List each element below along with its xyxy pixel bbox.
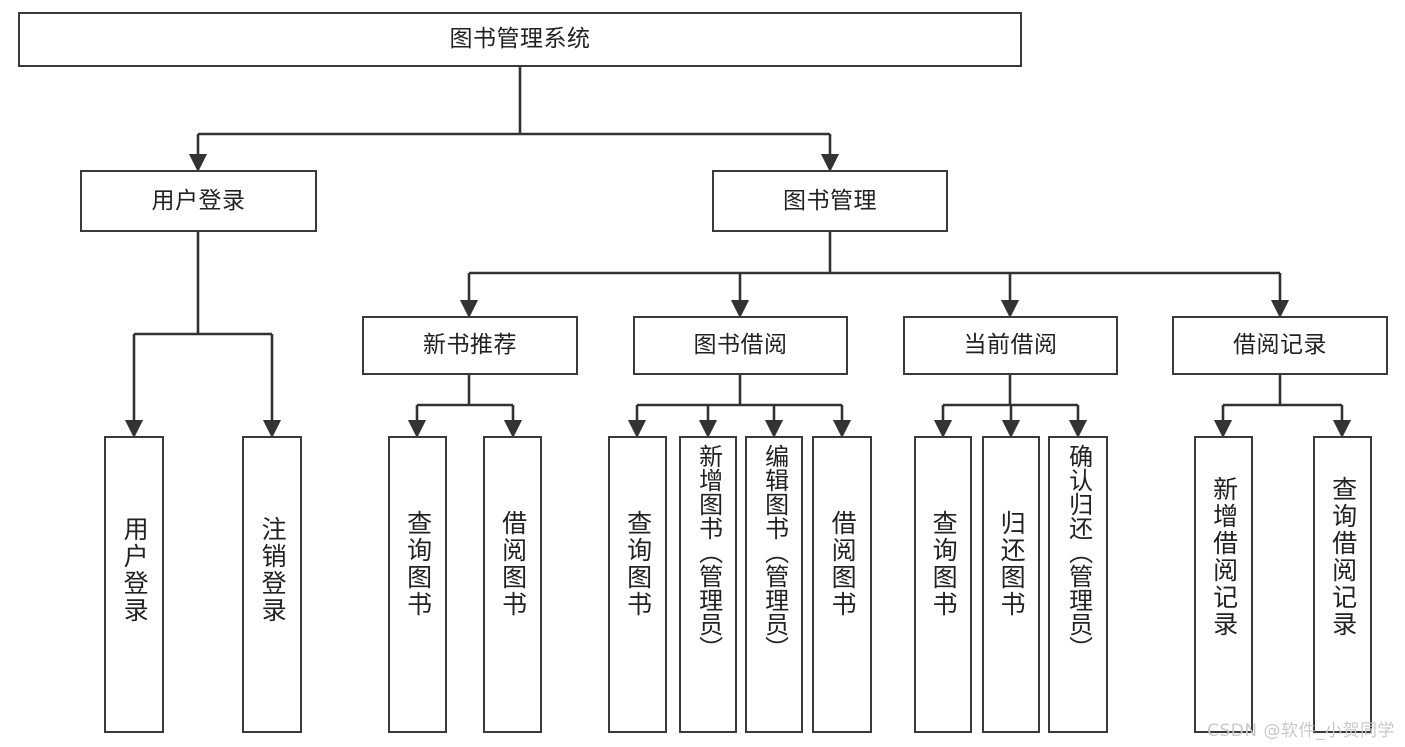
node-leaf-add-borrow-record[interactable]: 新增借阅记录 xyxy=(1194,436,1253,733)
node-book-borrow[interactable]: 图书借阅 xyxy=(633,316,848,375)
node-book-borrow-label: 图书借阅 xyxy=(693,332,788,358)
node-leaf-query-borrow-record[interactable]: 查询借阅记录 xyxy=(1313,436,1372,733)
node-leaf-query-borrow-record-label: 查询借阅记录 xyxy=(1328,476,1358,638)
node-leaf-borrow-book-1-label: 借阅图书 xyxy=(498,510,528,618)
node-root[interactable]: 图书管理系统 xyxy=(18,12,1022,67)
node-leaf-edit-book-admin-label: 编辑图书（管理员） xyxy=(760,444,789,660)
node-leaf-query-book-1-label: 查询图书 xyxy=(403,510,433,618)
node-borrow-record[interactable]: 借阅记录 xyxy=(1172,316,1388,375)
csdn-watermark: CSDN @软件_小贺同学 xyxy=(1207,721,1395,741)
node-root-label: 图书管理系统 xyxy=(449,26,591,52)
node-book-manage[interactable]: 图书管理 xyxy=(712,170,948,232)
node-leaf-query-book-1[interactable]: 查询图书 xyxy=(388,436,447,733)
node-leaf-user-login-label: 用户登录 xyxy=(120,516,150,624)
node-leaf-borrow-book-2-label: 借阅图书 xyxy=(828,510,858,618)
node-leaf-return-book-label: 归还图书 xyxy=(997,510,1027,618)
node-leaf-add-borrow-record-label: 新增借阅记录 xyxy=(1209,476,1239,638)
node-leaf-query-book-3-label: 查询图书 xyxy=(929,510,959,618)
node-leaf-query-book-2[interactable]: 查询图书 xyxy=(608,436,667,733)
node-leaf-add-book-admin[interactable]: 新增图书（管理员） xyxy=(679,436,737,733)
node-leaf-confirm-return-admin[interactable]: 确认归还（管理员） xyxy=(1048,436,1108,733)
node-leaf-return-book[interactable]: 归还图书 xyxy=(982,436,1040,733)
node-leaf-edit-book-admin[interactable]: 编辑图书（管理员） xyxy=(745,436,803,733)
node-user-login-label: 用户登录 xyxy=(151,187,246,214)
node-borrow-record-label: 借阅记录 xyxy=(1233,332,1327,358)
node-leaf-confirm-return-admin-label: 确认归还（管理员） xyxy=(1064,444,1093,660)
node-leaf-user-login[interactable]: 用户登录 xyxy=(104,436,164,733)
node-leaf-borrow-book-1[interactable]: 借阅图书 xyxy=(483,436,542,733)
node-leaf-logout[interactable]: 注销登录 xyxy=(242,436,302,733)
node-leaf-query-book-3[interactable]: 查询图书 xyxy=(914,436,972,733)
node-leaf-logout-label: 注销登录 xyxy=(258,516,288,624)
node-new-book-rec-label: 新书推荐 xyxy=(423,332,517,358)
node-current-borrow-label: 当前借阅 xyxy=(963,332,1058,358)
node-user-login[interactable]: 用户登录 xyxy=(80,170,317,232)
node-current-borrow[interactable]: 当前借阅 xyxy=(903,316,1118,375)
node-leaf-query-book-2-label: 查询图书 xyxy=(623,510,653,618)
node-new-book-rec[interactable]: 新书推荐 xyxy=(362,316,578,375)
node-leaf-add-book-admin-label: 新增图书（管理员） xyxy=(694,444,723,660)
node-book-manage-label: 图书管理 xyxy=(783,187,877,214)
node-leaf-borrow-book-2[interactable]: 借阅图书 xyxy=(812,436,872,733)
